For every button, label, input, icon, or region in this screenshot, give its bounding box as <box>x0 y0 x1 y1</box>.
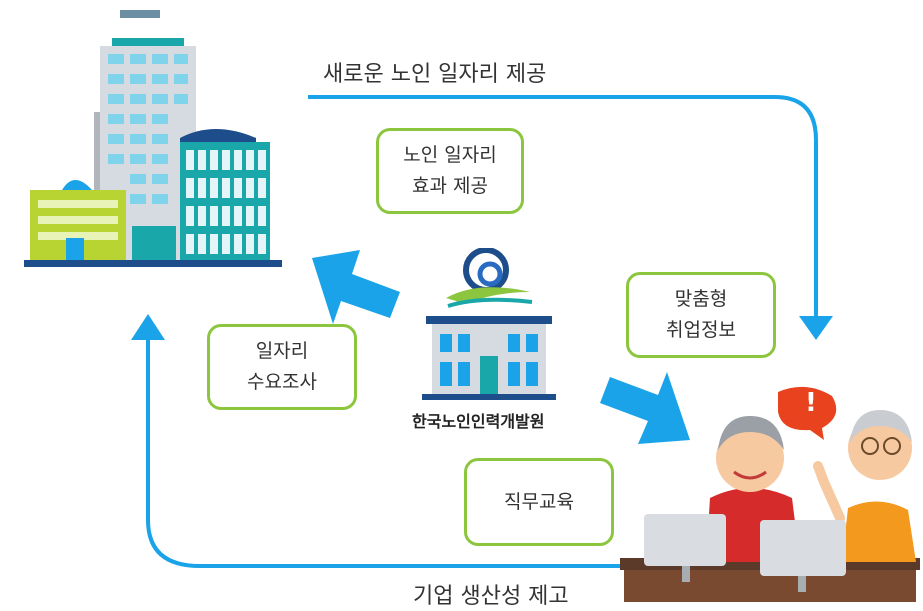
box-job-demand-survey-line2: 수요조사 <box>247 371 317 393</box>
box-job-effect-line2: 효과 제공 <box>412 175 488 197</box>
arrow-to-company <box>312 250 400 324</box>
top-flow-arrow-line <box>308 95 818 318</box>
box-custom-job-info-line1: 맞춤형 <box>674 288 728 310</box>
institute-name: 한국노인인력개발원 <box>412 412 545 431</box>
top-flow-label: 새로운 노인 일자리 제공 <box>323 62 547 87</box>
box-job-effect-line1: 노인 일자리 <box>403 144 497 166</box>
box-job-demand-survey-line1: 일자리 <box>255 340 309 362</box>
bottom-flow-arrowhead <box>131 314 165 340</box>
bottom-flow-arrow-line <box>146 338 640 568</box>
speech-bubble-mark: ! <box>805 388 817 418</box>
seniors-illustration <box>620 386 920 602</box>
box-custom-job-info-line2: 취업정보 <box>666 319 736 341</box>
box-job-training-label: 직무교육 <box>504 490 574 513</box>
institute-building-illustration <box>422 248 556 400</box>
bottom-flow-label: 기업 생산성 제고 <box>413 584 569 609</box>
company-building-illustration <box>24 10 282 267</box>
arrow-to-seniors <box>600 372 690 444</box>
top-flow-arrowhead <box>799 316 833 340</box>
box-job-training: 직무교육 <box>464 458 614 546</box>
